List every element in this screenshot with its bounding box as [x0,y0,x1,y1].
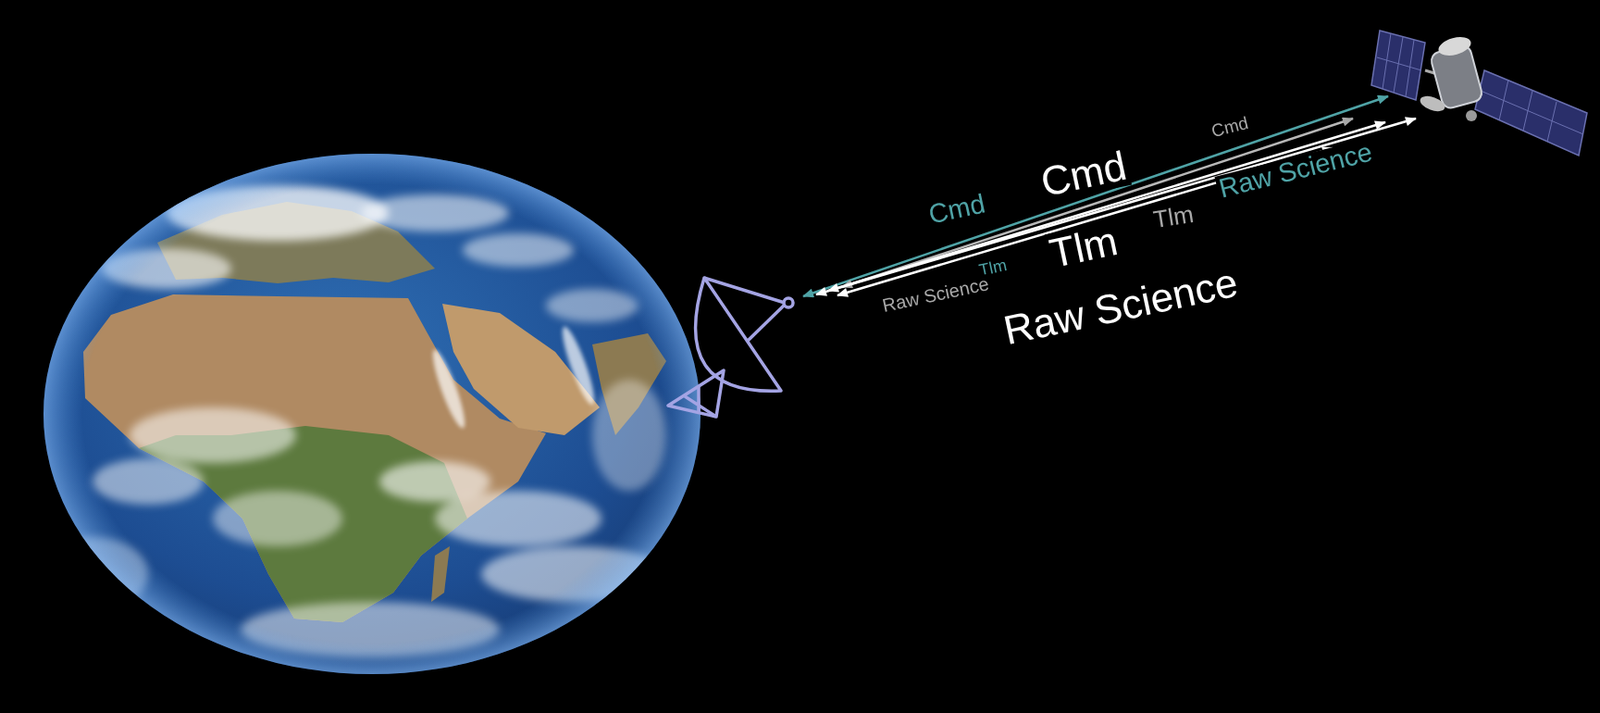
satellite-dish [1436,34,1473,60]
dish-strut [747,304,785,341]
signal-label: Raw Science [1214,137,1377,203]
link-arrow [803,96,1389,297]
link-arrow [816,118,1416,295]
panel-grid [1376,33,1422,97]
atmosphere-rim [43,153,701,674]
dish-bowl [695,277,782,391]
signal-label: Tlm [1044,219,1124,274]
ocean [43,153,701,674]
satellite-dish [1417,93,1447,115]
ground-antenna [668,277,794,417]
antenna-base-brace [684,386,717,417]
signal-label: Cmd [924,189,990,229]
solar-panel [1475,70,1588,156]
signal-label: Raw Science [879,273,993,316]
panel-grid [1480,79,1584,142]
link-arrows [803,96,1416,297]
solar-panel [1371,30,1426,100]
signal-label: Cmd [1035,144,1132,203]
signal-label: Tlm [1150,200,1198,232]
earth [37,153,701,674]
link-arrow [842,118,1353,287]
signal-label: Cmd [1207,112,1252,140]
dish-strut [704,277,785,303]
dish-feed [783,297,794,308]
satellite-thruster [1465,110,1477,122]
antenna-base [668,370,724,417]
satellite [1371,30,1588,156]
signal-label: Raw Science [998,260,1243,351]
